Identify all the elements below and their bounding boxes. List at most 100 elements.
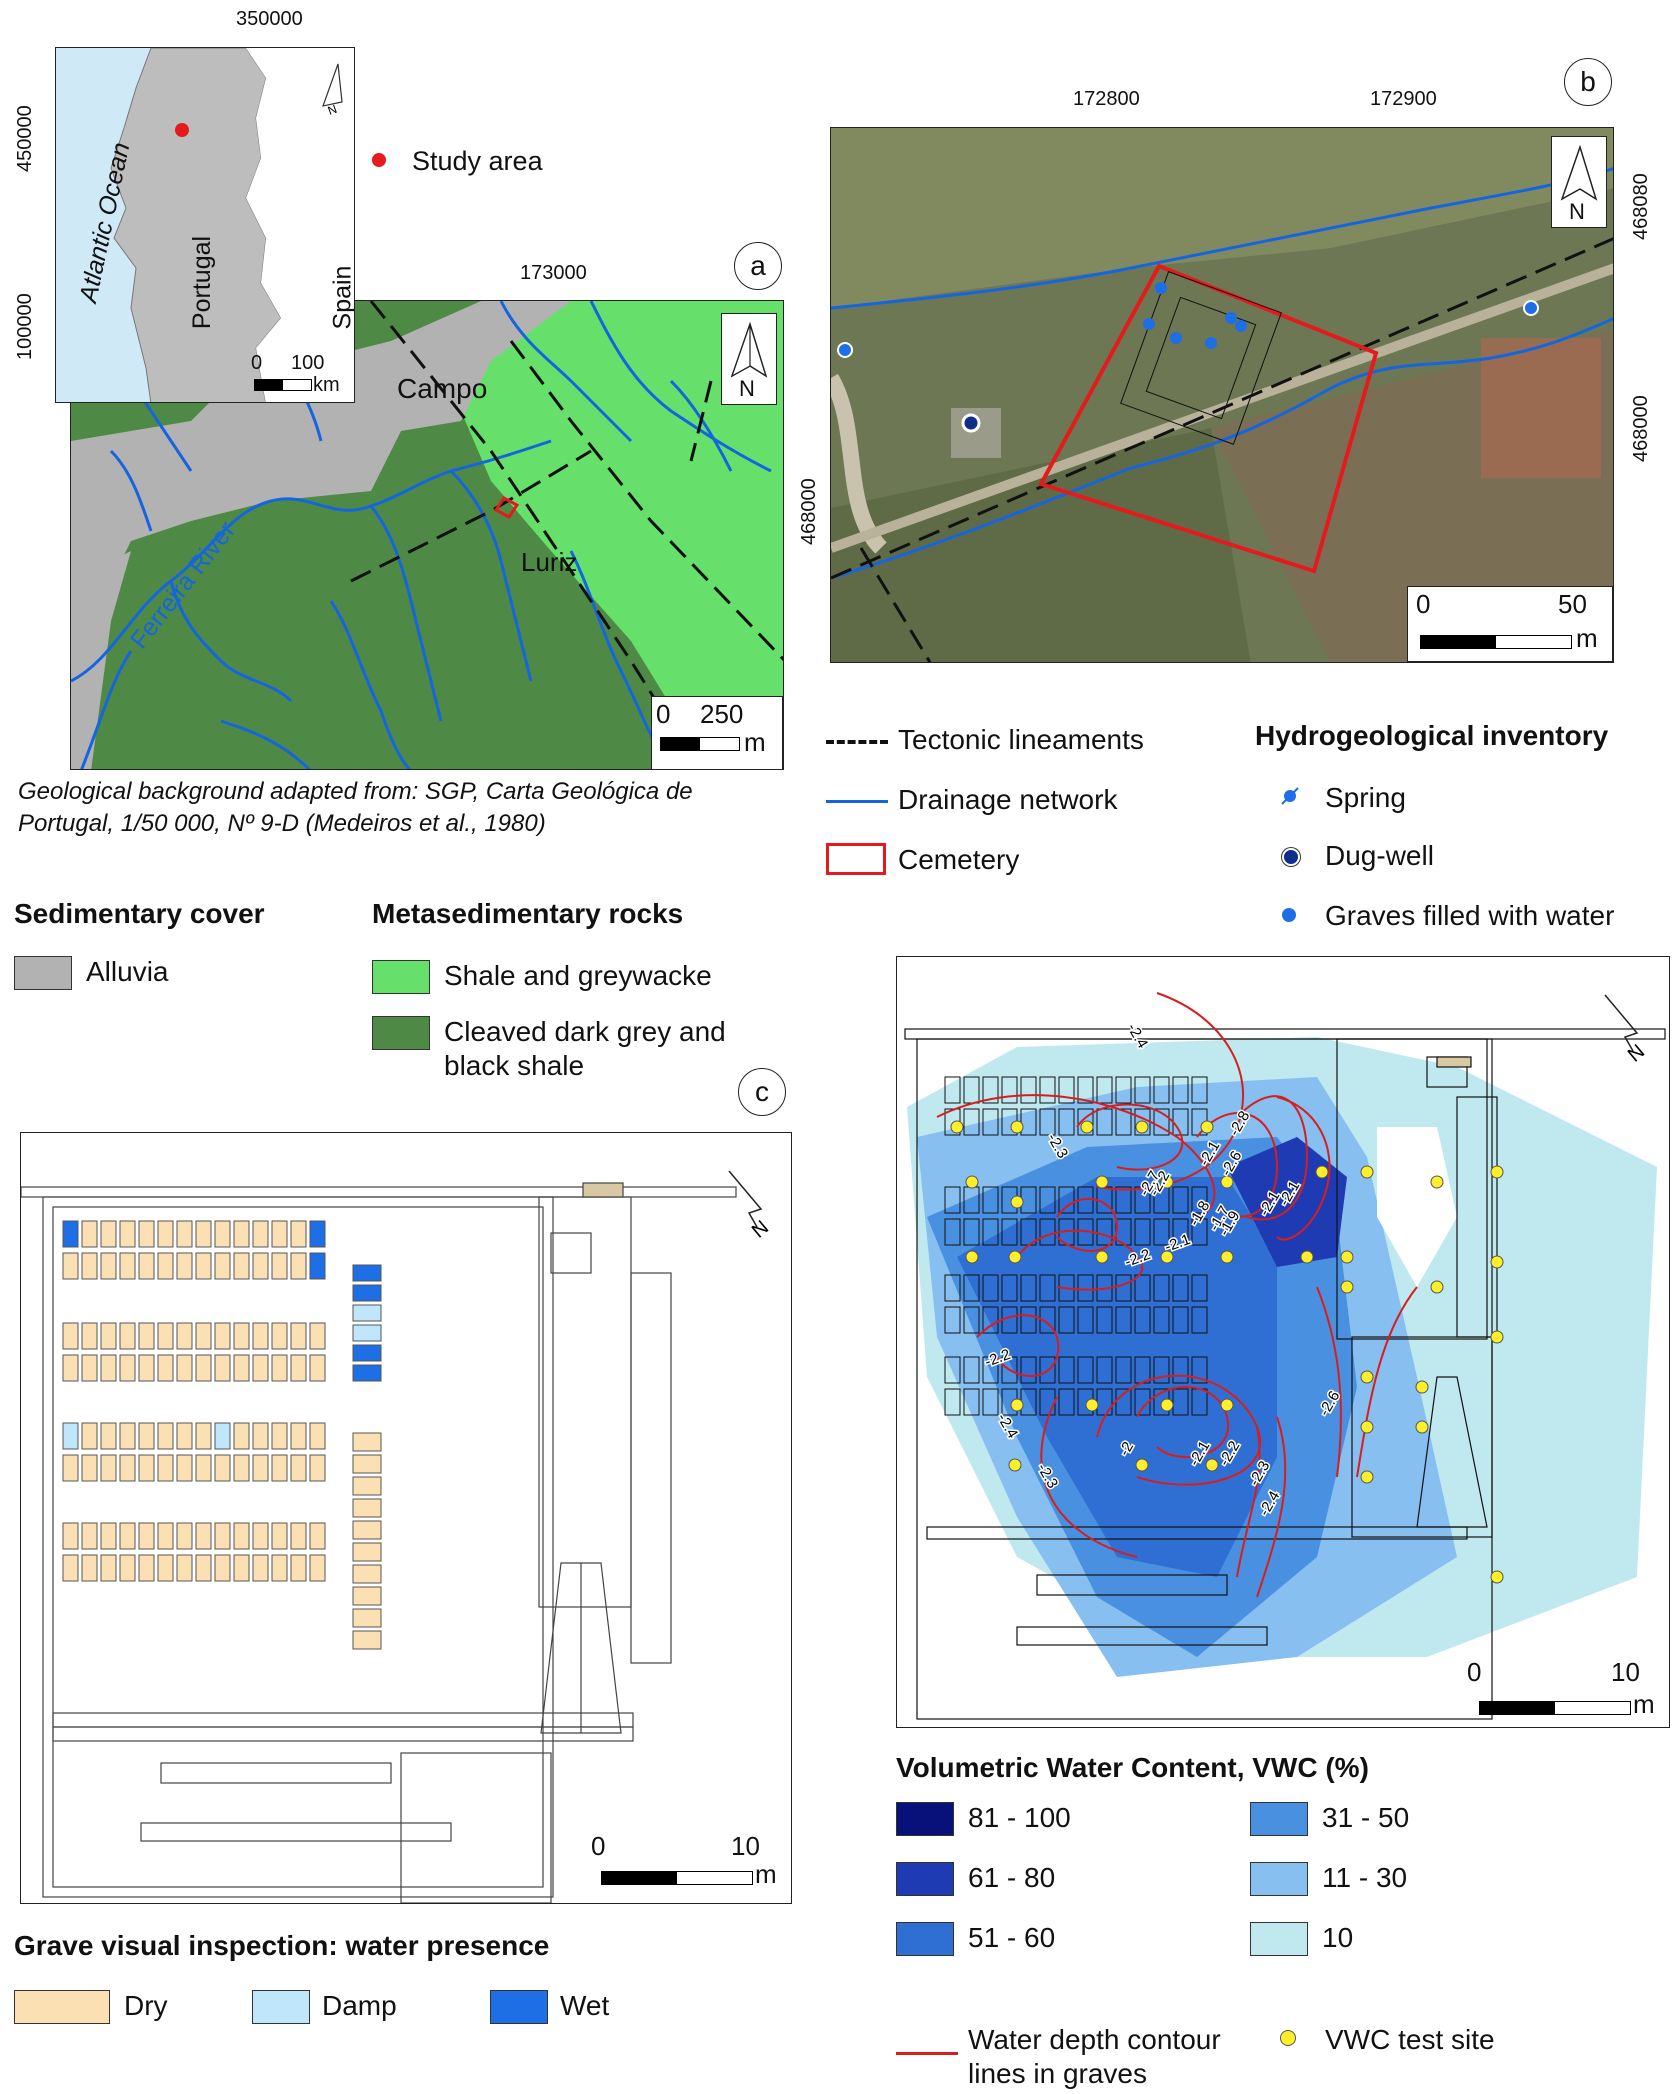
grave-cell <box>252 1220 269 1248</box>
sedimentary-cover-title: Sedimentary cover <box>14 898 265 929</box>
grave-cell <box>62 1554 79 1582</box>
vwc-test-site-label: VWC test site <box>1325 2024 1495 2055</box>
grave-cell <box>157 1422 174 1450</box>
inset-coord-left-2: 100000 <box>14 293 36 360</box>
grave-cell <box>352 1454 382 1474</box>
grave-outline <box>1134 1388 1151 1416</box>
grave-cell <box>252 1454 269 1482</box>
grave-cell <box>290 1422 307 1450</box>
vwc-class-swatch <box>896 1802 954 1836</box>
damp-swatch <box>252 1990 310 2024</box>
grave-cell <box>233 1422 250 1450</box>
panel-c-plan: N 0 10 m <box>20 1132 792 1904</box>
grave-cell <box>138 1252 155 1280</box>
grave-cell <box>176 1422 193 1450</box>
grave-outline <box>1172 1356 1189 1384</box>
grave-cell <box>100 1220 117 1248</box>
grave-cell <box>233 1454 250 1482</box>
inset-spain-label: Spain <box>328 265 355 330</box>
grave-cell <box>157 1220 174 1248</box>
grave-outline <box>1153 1306 1170 1334</box>
contour-line <box>976 1314 1060 1377</box>
grave-cell <box>176 1252 193 1280</box>
vwc-test-site <box>1160 1398 1174 1412</box>
grave-cell <box>352 1586 382 1606</box>
grave-cell <box>271 1354 288 1382</box>
study-area-marker <box>175 123 189 137</box>
drainage-legend-symbol <box>826 800 888 803</box>
vwc-test-site <box>1340 1250 1354 1264</box>
vwc-test-site <box>1490 1570 1504 1584</box>
panel-d-scale-zero: 0 <box>1467 1657 1482 1687</box>
grave-cell <box>290 1554 307 1582</box>
grave-cell <box>138 1554 155 1582</box>
grave-cell <box>352 1630 382 1650</box>
grave-outline <box>982 1076 999 1104</box>
grave-cell <box>271 1322 288 1350</box>
grave-cell <box>62 1252 79 1280</box>
dug-well-label: Dug-well <box>1325 840 1434 871</box>
grave-cell <box>81 1454 98 1482</box>
grave-cell <box>252 1354 269 1382</box>
grave-outline <box>963 1388 980 1416</box>
grave-cell <box>214 1522 231 1550</box>
dry-swatch <box>14 1990 110 2024</box>
grave-cell <box>195 1454 212 1482</box>
panel-c-scale-max: 10 <box>731 1831 760 1861</box>
grave-outline <box>982 1186 999 1214</box>
grave-cell <box>290 1454 307 1482</box>
grave-cell <box>352 1476 382 1496</box>
grave-cell <box>214 1554 231 1582</box>
grave-cell <box>119 1354 136 1382</box>
grave-outline <box>1039 1306 1056 1334</box>
vwc-test-site <box>1415 1380 1429 1394</box>
grave-cell <box>352 1432 382 1452</box>
grave-outline <box>1115 1076 1132 1104</box>
vwc-test-site-icon <box>1280 2030 1296 2046</box>
grave-cell <box>100 1322 117 1350</box>
grave-outline <box>1115 1356 1132 1384</box>
grave-cell <box>309 1354 326 1382</box>
grave-cell <box>195 1252 212 1280</box>
grave-outline <box>1134 1218 1151 1246</box>
grave-outline <box>1153 1186 1170 1214</box>
grave-cell <box>271 1522 288 1550</box>
grave-cell <box>309 1554 326 1582</box>
vwc-class-label: 31 - 50 <box>1322 1802 1410 1833</box>
vwc-test-site <box>1085 1398 1099 1412</box>
grave-cell <box>100 1354 117 1382</box>
grave-outline <box>1001 1076 1018 1104</box>
vwc-test-site <box>1360 1370 1374 1384</box>
grave-cell <box>271 1454 288 1482</box>
contour-line <box>936 1094 1216 1218</box>
vwc-test-site <box>1080 1120 1094 1134</box>
grave-outline <box>944 1388 961 1416</box>
grave-cell <box>62 1354 79 1382</box>
tectonic-legend-symbol <box>826 740 888 744</box>
grave-cell <box>214 1220 231 1248</box>
vwc-test-site <box>1220 1250 1234 1264</box>
grave-cell <box>138 1322 155 1350</box>
grave-cell <box>352 1564 382 1584</box>
grave-cell <box>81 1554 98 1582</box>
grave-cell <box>119 1322 136 1350</box>
grave-cell <box>214 1454 231 1482</box>
alluvia-label: Alluvia <box>86 956 169 987</box>
grave-outline <box>1001 1274 1018 1302</box>
grave-cell <box>119 1252 136 1280</box>
panel-d-map: -2.4-2.3-2.1-2.2-2.6-2.7-2.8-2.1-2.1-1.8… <box>896 956 1670 1728</box>
grave-cell <box>214 1422 231 1450</box>
panel-c-letter: c <box>738 1068 786 1116</box>
grave-cell <box>157 1354 174 1382</box>
panel-a-north-arrow-icon: N <box>721 313 777 405</box>
grave-cell <box>352 1264 382 1282</box>
grave-cell <box>138 1522 155 1550</box>
wet-label: Wet <box>560 1990 610 2021</box>
grave-cell <box>81 1354 98 1382</box>
grave-outline <box>1096 1306 1113 1334</box>
vwc-class-label: 81 - 100 <box>968 1802 1071 1833</box>
grave-cell <box>138 1354 155 1382</box>
campo-label: Campo <box>397 373 488 404</box>
grave-outline <box>1058 1356 1075 1384</box>
contour-legend-symbol <box>896 2052 958 2055</box>
